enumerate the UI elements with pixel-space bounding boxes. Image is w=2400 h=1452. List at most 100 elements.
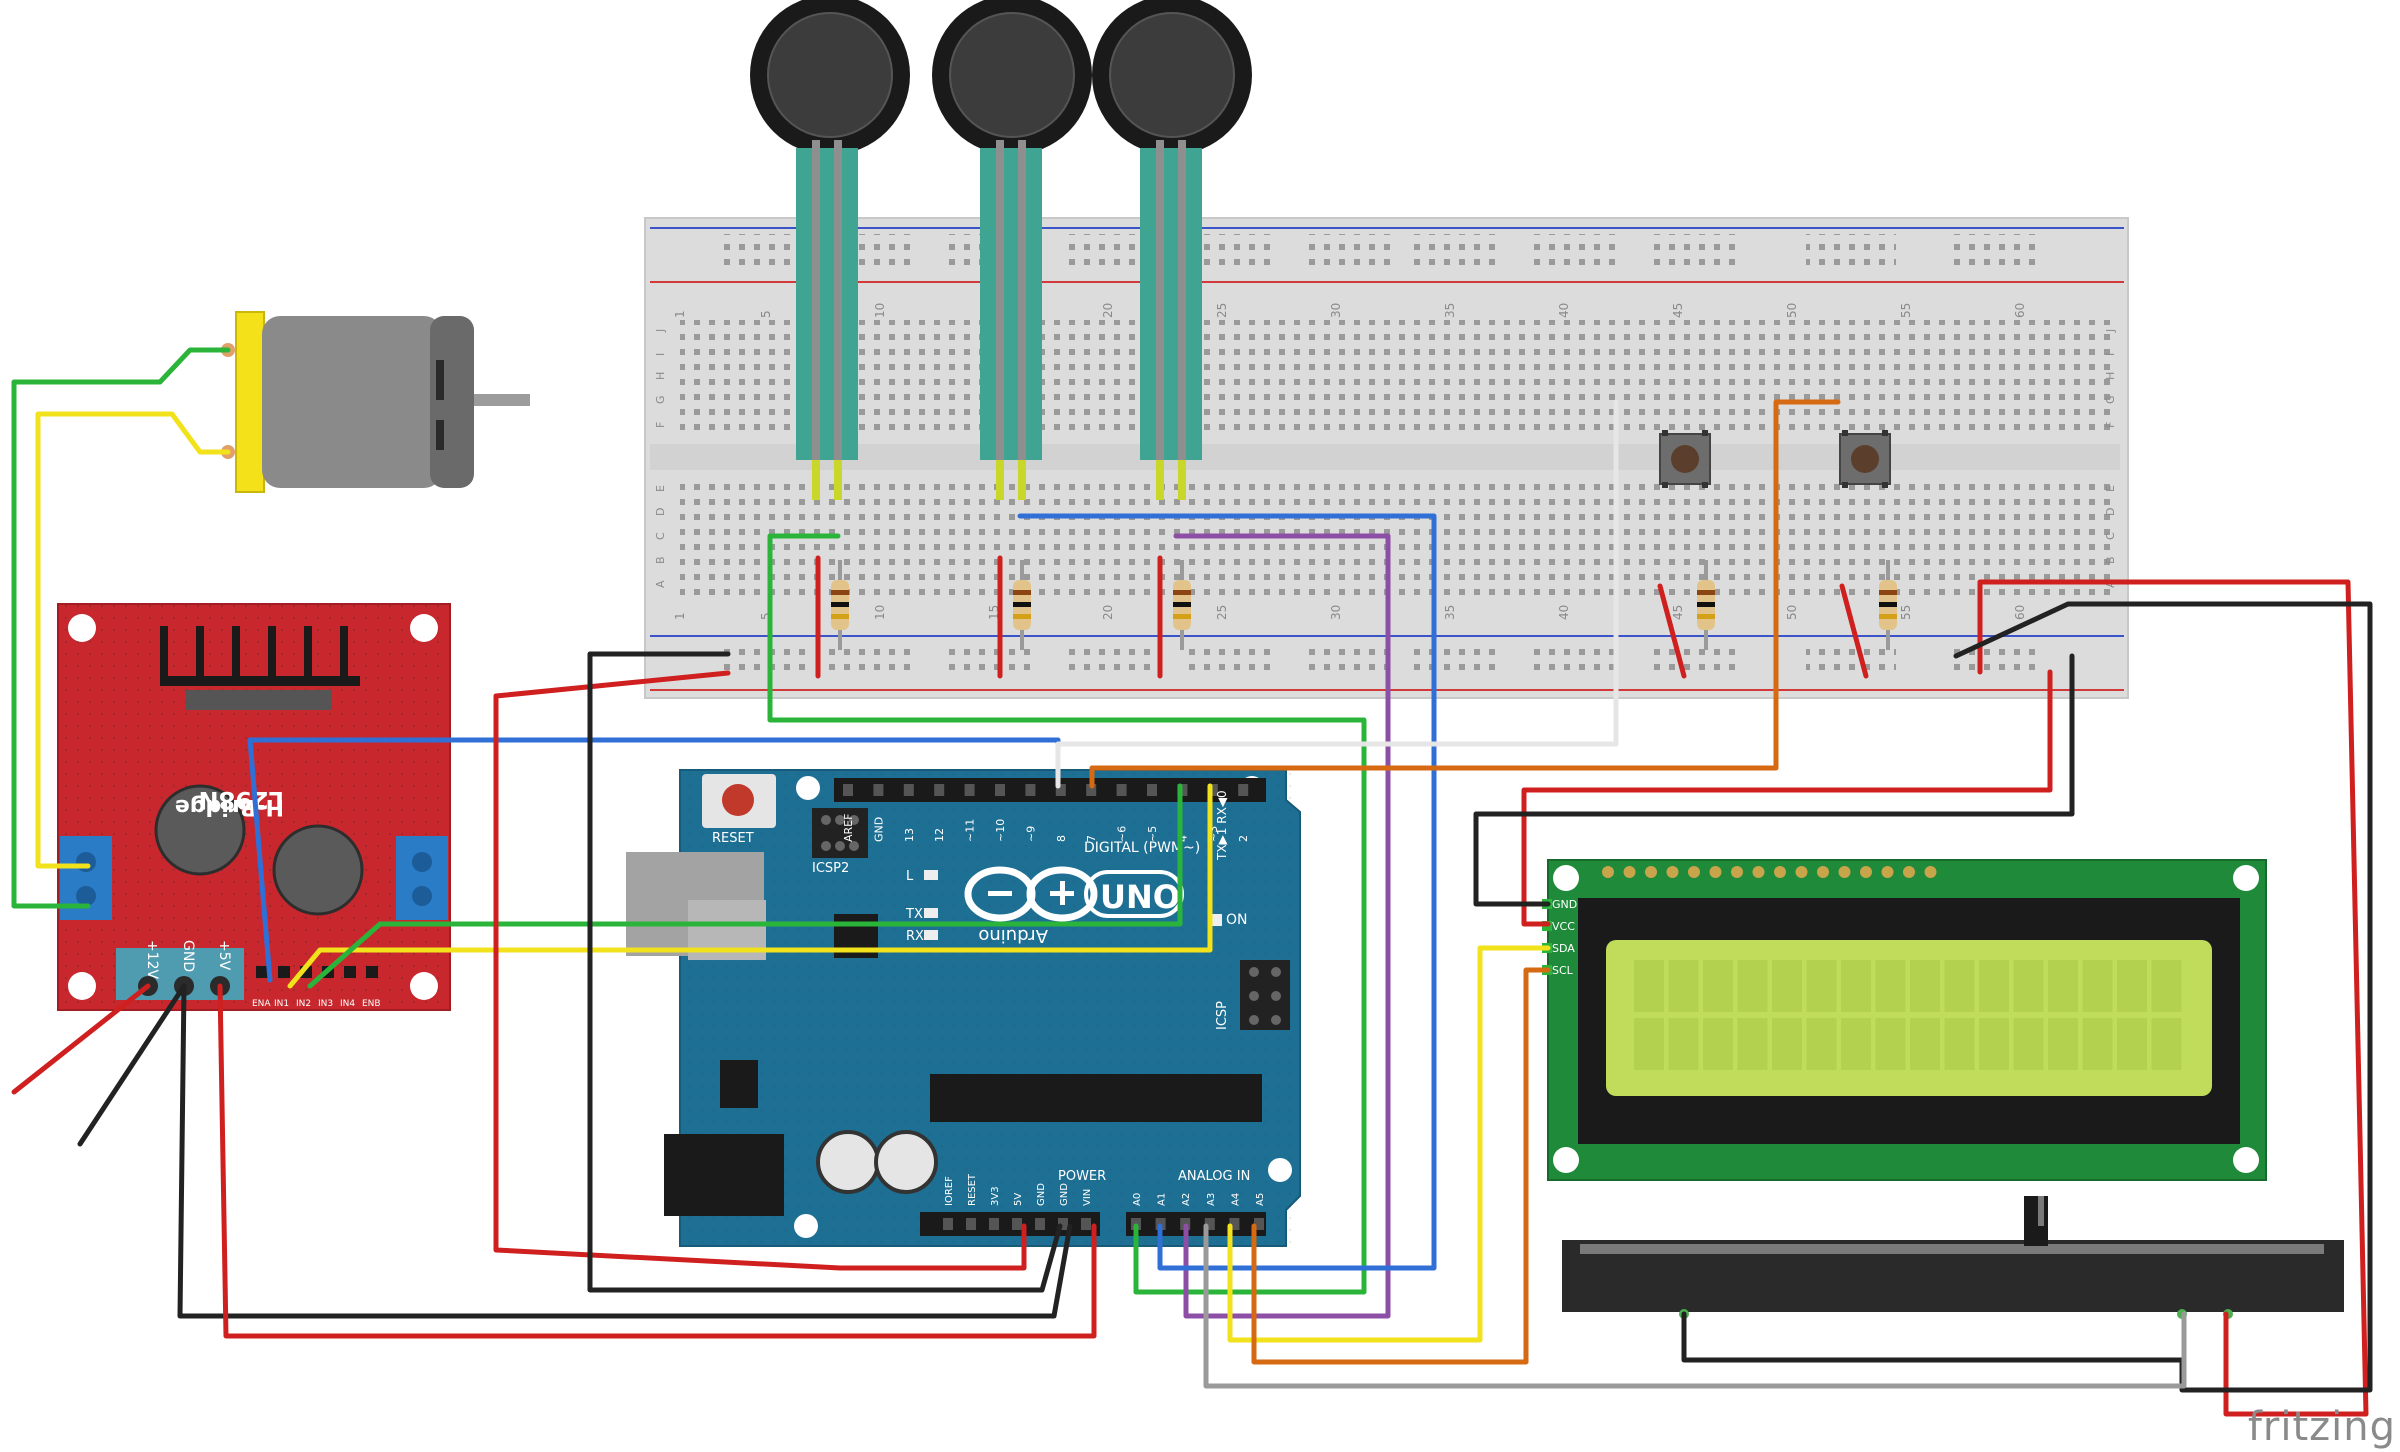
power-pin	[1012, 1218, 1022, 1230]
lcd-header-pin	[1795, 866, 1808, 878]
resistor-5	[1879, 560, 1897, 650]
lcd-header-pin	[1731, 866, 1743, 878]
lcd-header-pin	[1602, 866, 1614, 878]
power-pin-label: IOREF	[944, 1176, 955, 1206]
breadboard-row-letter: B	[2104, 556, 2117, 564]
status-led	[924, 908, 938, 918]
l298n-pin-label: IN4	[340, 999, 355, 1009]
lcd-i2c-pin-label: SDA	[1552, 942, 1575, 955]
wire-purple-sensor-a2	[1173, 533, 1391, 1319]
digital-pin	[964, 784, 975, 796]
breadboard-row-letter: E	[654, 485, 667, 492]
capacitor	[874, 1130, 938, 1194]
lcd-header-pin	[1881, 866, 1894, 878]
wire-white-button	[1055, 399, 1619, 789]
lcd-character-cell	[2082, 1018, 2113, 1070]
analog-in-label: ANALOG IN	[1178, 1169, 1250, 1184]
wire-red-12v	[11, 983, 151, 1095]
lcd-character-cell	[1703, 960, 1733, 1012]
capacitor	[154, 784, 246, 876]
breadboard-column-number: 1	[673, 612, 687, 620]
lcd-character-cell	[1737, 960, 1768, 1012]
lcd-header-pin	[1924, 866, 1937, 878]
capacitor	[272, 824, 364, 916]
breadboard-column-number: 60	[2013, 605, 2027, 620]
analog-pin-label: A2	[1181, 1193, 1192, 1206]
lcd-character-cell	[1944, 960, 1975, 1012]
breadboard-column-number: 10	[873, 303, 887, 318]
icsp2-label: ICSP2	[812, 861, 849, 876]
breadboard-row-letter: I	[654, 353, 667, 356]
lcd-character-cell	[1979, 960, 2009, 1012]
force-sensor-3	[1092, 0, 1252, 500]
icsp-label: ICSP	[1215, 1001, 1230, 1030]
breadboard-column-number: 20	[1101, 303, 1115, 318]
breadboard-column-number: 40	[1557, 605, 1571, 620]
wire-red-bridge-4	[1657, 583, 1687, 679]
wire-black-rail-gnd	[587, 651, 1063, 1293]
lcd-header-pin	[1817, 866, 1829, 878]
reset-label: RESET	[712, 831, 754, 846]
uno-label: UNO	[1100, 878, 1180, 916]
l298n-pin-label: ENB	[362, 999, 381, 1009]
slide-potentiometer	[1562, 1196, 2344, 1319]
breadboard-row-letter: G	[654, 395, 667, 404]
lcd-i2c-pin-label: VCC	[1552, 920, 1575, 933]
lcd-character-cell	[1806, 960, 1837, 1012]
analog-pin-label: A5	[1255, 1193, 1266, 1206]
lcd-character-cell	[1668, 960, 1699, 1012]
breadboard-bottom-power-rail	[650, 635, 2124, 691]
resistor-3	[1173, 560, 1191, 650]
power-pin-label: GND	[1036, 1183, 1047, 1206]
lcd-character-cell	[2117, 960, 2147, 1012]
lcd-character-cell	[1910, 960, 1940, 1012]
lcd-character-cell	[1910, 1018, 1940, 1070]
lcd-header-pin	[1645, 866, 1657, 878]
power-pin-label: VIN	[1082, 1189, 1093, 1206]
digital-pin-label: ~11	[964, 819, 977, 842]
lcd-character-cell	[1875, 1018, 1906, 1070]
tx-rx-label: TX▶1 RX◀0	[1215, 790, 1229, 861]
capacitor	[816, 1130, 880, 1194]
breadboard-row-letter: C	[654, 532, 667, 540]
breadboard-row-letter: G	[2104, 395, 2117, 404]
breadboard-column-number: 45	[1671, 605, 1685, 620]
lcd-header-pin	[1903, 866, 1915, 878]
power-pin	[1081, 1218, 1091, 1230]
breadboard-column-number: 5	[759, 310, 773, 318]
breadboard-row-letter: F	[2104, 422, 2117, 428]
breadboard-column-number: 1	[673, 310, 687, 318]
resistor-2	[1013, 560, 1031, 650]
lcd-header-pins	[1602, 866, 1937, 878]
power-label: POWER	[1058, 1169, 1106, 1184]
power-pin	[989, 1218, 999, 1230]
digital-pin-label: 7	[1085, 835, 1098, 842]
l298n-pin-label: IN2	[296, 999, 311, 1009]
dc-power-jack	[664, 1134, 784, 1216]
digital-pin-label: ~5	[1146, 826, 1159, 842]
breadboard-row-letter: E	[2104, 485, 2117, 492]
lcd-header-pin	[1860, 866, 1872, 878]
analog-pin-label: A1	[1157, 1193, 1168, 1206]
analog-pin	[1229, 1218, 1240, 1230]
arduino-logo	[964, 866, 1184, 922]
digital-pin	[1207, 784, 1218, 796]
digital-label: DIGITAL (PWM~)	[1084, 840, 1200, 856]
lcd-i2c-pin-label: GND	[1552, 898, 1577, 911]
l298n-pin-label: ENA	[252, 999, 271, 1009]
breadboard-center-channel	[650, 444, 2120, 470]
lcd-character-cell	[1634, 960, 1664, 1012]
lcd-character-cell	[2048, 1018, 2078, 1070]
wire-green-sensor-a0	[767, 533, 1367, 1295]
lcd-character-cell	[2117, 1018, 2147, 1070]
breadboard-row-letter: C	[2104, 532, 2117, 540]
lcd-header-pin	[1623, 866, 1636, 878]
status-led	[924, 930, 938, 940]
status-led-label: L	[906, 869, 914, 884]
digital-pin	[843, 784, 853, 796]
digital-pin	[1025, 784, 1036, 796]
